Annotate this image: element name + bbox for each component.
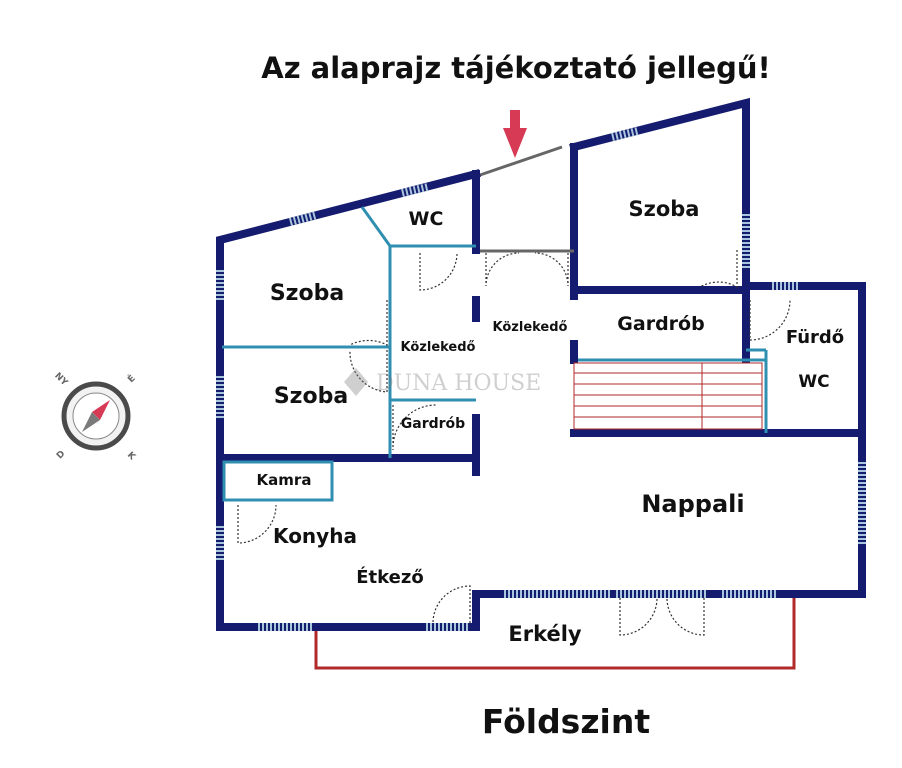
svg-text:NY: NY bbox=[52, 371, 69, 388]
svg-text:É: É bbox=[125, 372, 138, 385]
svg-text:D: D bbox=[55, 449, 67, 461]
windows bbox=[216, 127, 866, 631]
room-label-szoba-1: Szoba bbox=[270, 281, 344, 306]
room-label-etkezo: Étkező bbox=[356, 566, 423, 588]
room-label-szoba-2: Szoba bbox=[274, 384, 348, 409]
door-swings bbox=[237, 250, 791, 636]
room-label-wc-top: WC bbox=[409, 208, 444, 230]
exterior-walls bbox=[216, 97, 866, 631]
room-label-kozlekedo-1: Közlekedő bbox=[401, 340, 476, 355]
disclaimer-title: Az alaprajz tájékoztató jellegű! bbox=[261, 51, 771, 85]
room-label-kozlekedo-2: Közlekedő bbox=[493, 320, 568, 335]
room-label-furdo: Fürdő bbox=[786, 327, 844, 348]
room-label-nappali: Nappali bbox=[641, 490, 744, 518]
duna-house-watermark: DUNA HOUSE bbox=[344, 368, 541, 396]
svg-text:K: K bbox=[125, 450, 138, 463]
entrance-door-line bbox=[479, 145, 563, 177]
floor-name: Földszint bbox=[482, 702, 650, 741]
room-label-kamra: Kamra bbox=[257, 471, 312, 489]
compass-icon: NY É D K bbox=[52, 371, 138, 463]
svg-text:DUNA HOUSE: DUNA HOUSE bbox=[376, 371, 541, 396]
room-label-szoba-ne: Szoba bbox=[629, 197, 700, 221]
room-label-gardrob-2: Gardrób bbox=[401, 416, 465, 432]
room-label-erkely: Erkély bbox=[508, 622, 582, 646]
inner-partitions bbox=[222, 206, 768, 502]
staircase bbox=[573, 362, 763, 430]
balcony-railing bbox=[314, 598, 796, 670]
room-label-wc-bath: WC bbox=[798, 372, 829, 392]
room-label-gardrob-1: Gardrób bbox=[617, 313, 704, 335]
entrance-arrow-icon bbox=[503, 110, 527, 158]
room-label-konyha: Konyha bbox=[273, 524, 357, 548]
